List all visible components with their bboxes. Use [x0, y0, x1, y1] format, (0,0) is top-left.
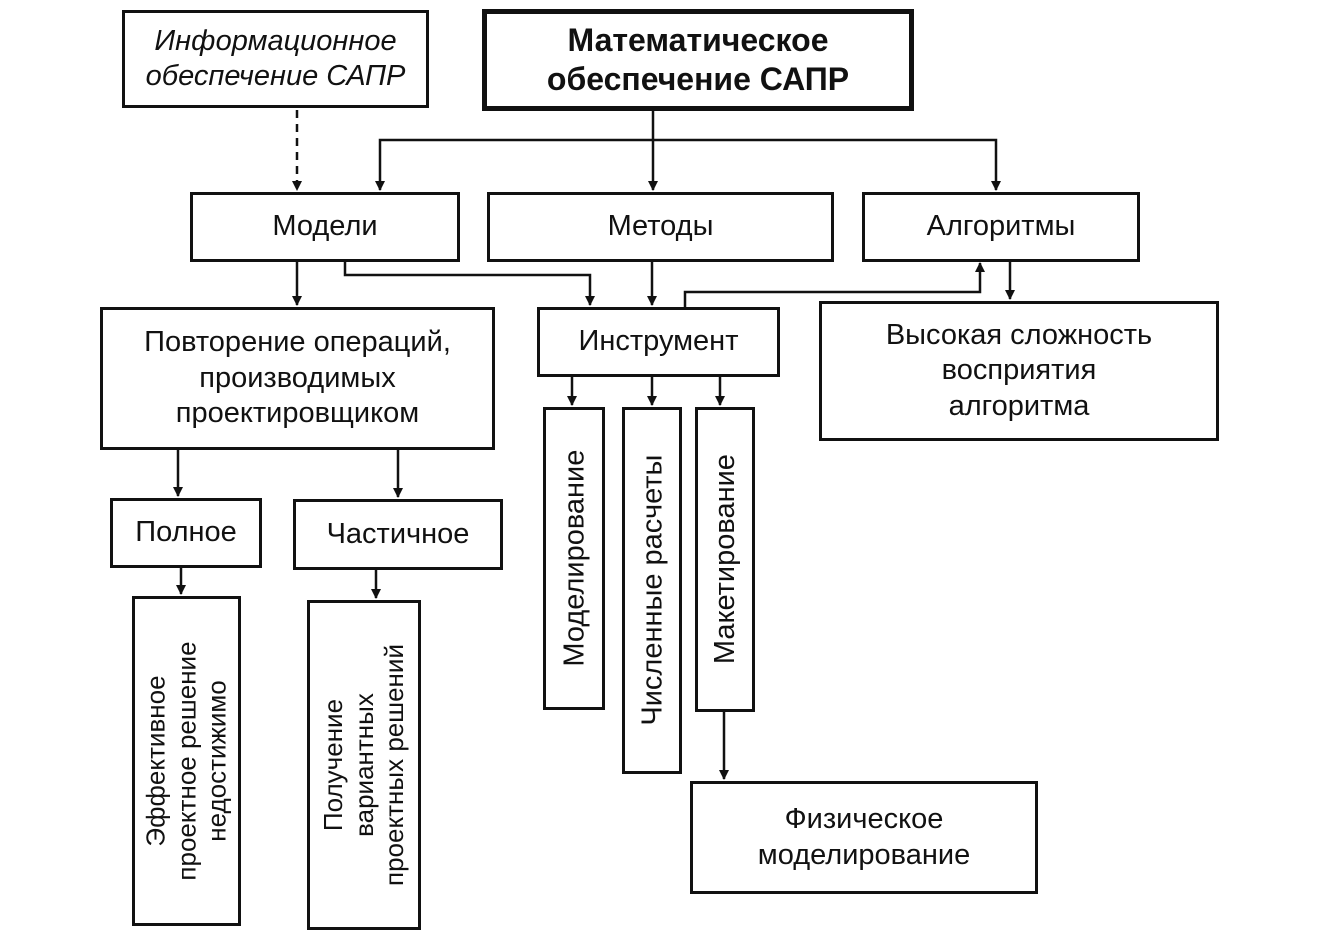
- complexity-label: Высокая сложность восприятия алгоритма: [885, 318, 1153, 422]
- physical-box: Физическое моделирование: [690, 781, 1038, 894]
- full-box: Полное: [110, 498, 262, 568]
- repetition-box: Повторение операций, производимых проект…: [100, 307, 495, 450]
- partial-label: Частичное: [326, 517, 470, 550]
- instrument-box: Инструмент: [537, 307, 780, 377]
- numeric-box: Численные расчеты: [622, 407, 682, 774]
- numeric-label: Численные расчеты: [635, 455, 668, 726]
- info-support-box: Информационное обеспечение САПР: [122, 10, 429, 108]
- edge-math-models: [375, 138, 653, 191]
- info-support-label: Информационное обеспечение САПР: [145, 24, 406, 92]
- mockup-box: Макетирование: [695, 407, 755, 712]
- modeling-label: Моделирование: [557, 450, 590, 667]
- full-label: Полное: [135, 516, 237, 549]
- modeling-box: Моделирование: [543, 407, 605, 710]
- variants-box: Получение вариантных проектных решений: [307, 600, 421, 930]
- variants-label: Получение вариантных проектных решений: [318, 644, 410, 886]
- instrument-label: Инструмент: [578, 325, 739, 358]
- algorithms-box: Алгоритмы: [862, 192, 1140, 262]
- complexity-box: Высокая сложность восприятия алгоритма: [819, 301, 1219, 441]
- edge-models-instrument: [343, 262, 595, 306]
- effective-box: Эффективное проектное решение недостижим…: [132, 596, 241, 926]
- edge-math-algorithms: [653, 138, 1001, 191]
- methods-label: Методы: [607, 210, 714, 243]
- physical-label: Физическое моделирование: [757, 803, 971, 871]
- repetition-label: Повторение операций, производимых проект…: [144, 326, 451, 430]
- models-box: Модели: [190, 192, 460, 262]
- models-label: Модели: [272, 210, 378, 243]
- effective-label: Эффективное проектное решение недостижим…: [140, 641, 232, 881]
- methods-box: Методы: [487, 192, 834, 262]
- math-support-box: Математическое обеспечение САПР: [482, 9, 914, 111]
- edge-instrument-algorithms: [683, 262, 985, 307]
- algorithms-label: Алгоритмы: [926, 210, 1076, 243]
- mockup-label: Макетирование: [708, 454, 741, 665]
- partial-box: Частичное: [293, 499, 503, 570]
- math-support-label: Математическое обеспечение САПР: [546, 21, 850, 97]
